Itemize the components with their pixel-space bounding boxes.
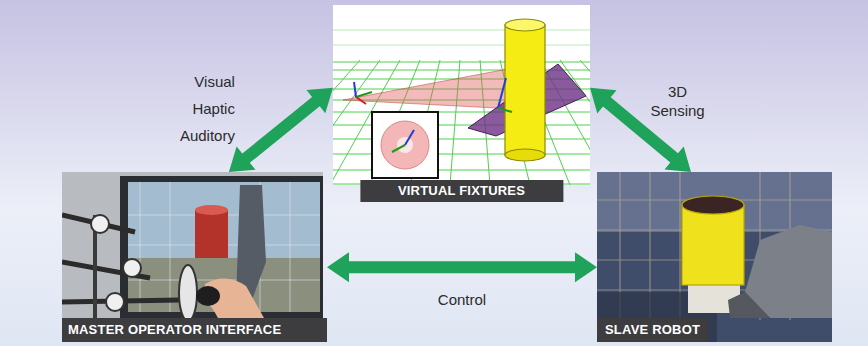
virtual-fixture-render bbox=[333, 5, 590, 185]
overlay-cylinder-top bbox=[682, 196, 744, 214]
screen-cylinder-top bbox=[195, 205, 228, 215]
photo-ground bbox=[597, 172, 832, 342]
linkage-rod bbox=[62, 215, 135, 232]
panel-label: VIRTUAL FIXTURES bbox=[360, 180, 563, 202]
axis-red bbox=[356, 97, 366, 104]
handle-knob bbox=[196, 286, 220, 306]
slave-photo bbox=[597, 172, 832, 342]
axis-green bbox=[498, 108, 512, 112]
joint-disc bbox=[106, 293, 124, 311]
joint-disc bbox=[91, 215, 109, 233]
axis-green bbox=[392, 145, 405, 152]
joint-disc bbox=[123, 259, 141, 277]
monitor-bezel bbox=[120, 176, 323, 318]
arrow-label: Visual Haptic Auditory bbox=[180, 68, 235, 149]
double-arrow bbox=[590, 88, 691, 172]
cylinder-top bbox=[505, 19, 545, 31]
render-ground bbox=[333, 5, 590, 185]
axis-blue bbox=[405, 130, 414, 145]
arrow-label: Control bbox=[438, 291, 486, 309]
panel-label: SLAVE ROBOT bbox=[597, 318, 708, 342]
far-grid bbox=[333, 30, 590, 45]
image-panel: VIRTUAL FIXTURES bbox=[333, 5, 590, 202]
axis-blue bbox=[354, 82, 356, 97]
image-panel: MASTER OPERATOR INTERFACE bbox=[62, 172, 327, 342]
cylinder-fixture bbox=[505, 25, 545, 155]
handle-wheel bbox=[179, 265, 197, 321]
ground-grid bbox=[333, 60, 590, 185]
screen-cylinder bbox=[195, 210, 228, 258]
photo-ground bbox=[62, 172, 323, 342]
torus-fixture bbox=[381, 121, 429, 169]
arrow-label: 3D Sensing bbox=[651, 82, 705, 120]
master-photo bbox=[62, 172, 323, 342]
image-panel: SLAVE ROBOT bbox=[597, 172, 832, 342]
inset-frame bbox=[372, 112, 438, 178]
double-arrow bbox=[327, 252, 597, 282]
robot-arm bbox=[745, 225, 832, 318]
robot-gripper bbox=[728, 292, 770, 318]
axis-green bbox=[356, 92, 372, 97]
cylinder-base bbox=[505, 149, 545, 161]
panel-label: MASTER OPERATOR INTERFACE bbox=[62, 318, 327, 342]
double-arrow bbox=[229, 88, 333, 172]
overlay-cylinder bbox=[682, 205, 744, 285]
axis-blue bbox=[498, 78, 506, 108]
